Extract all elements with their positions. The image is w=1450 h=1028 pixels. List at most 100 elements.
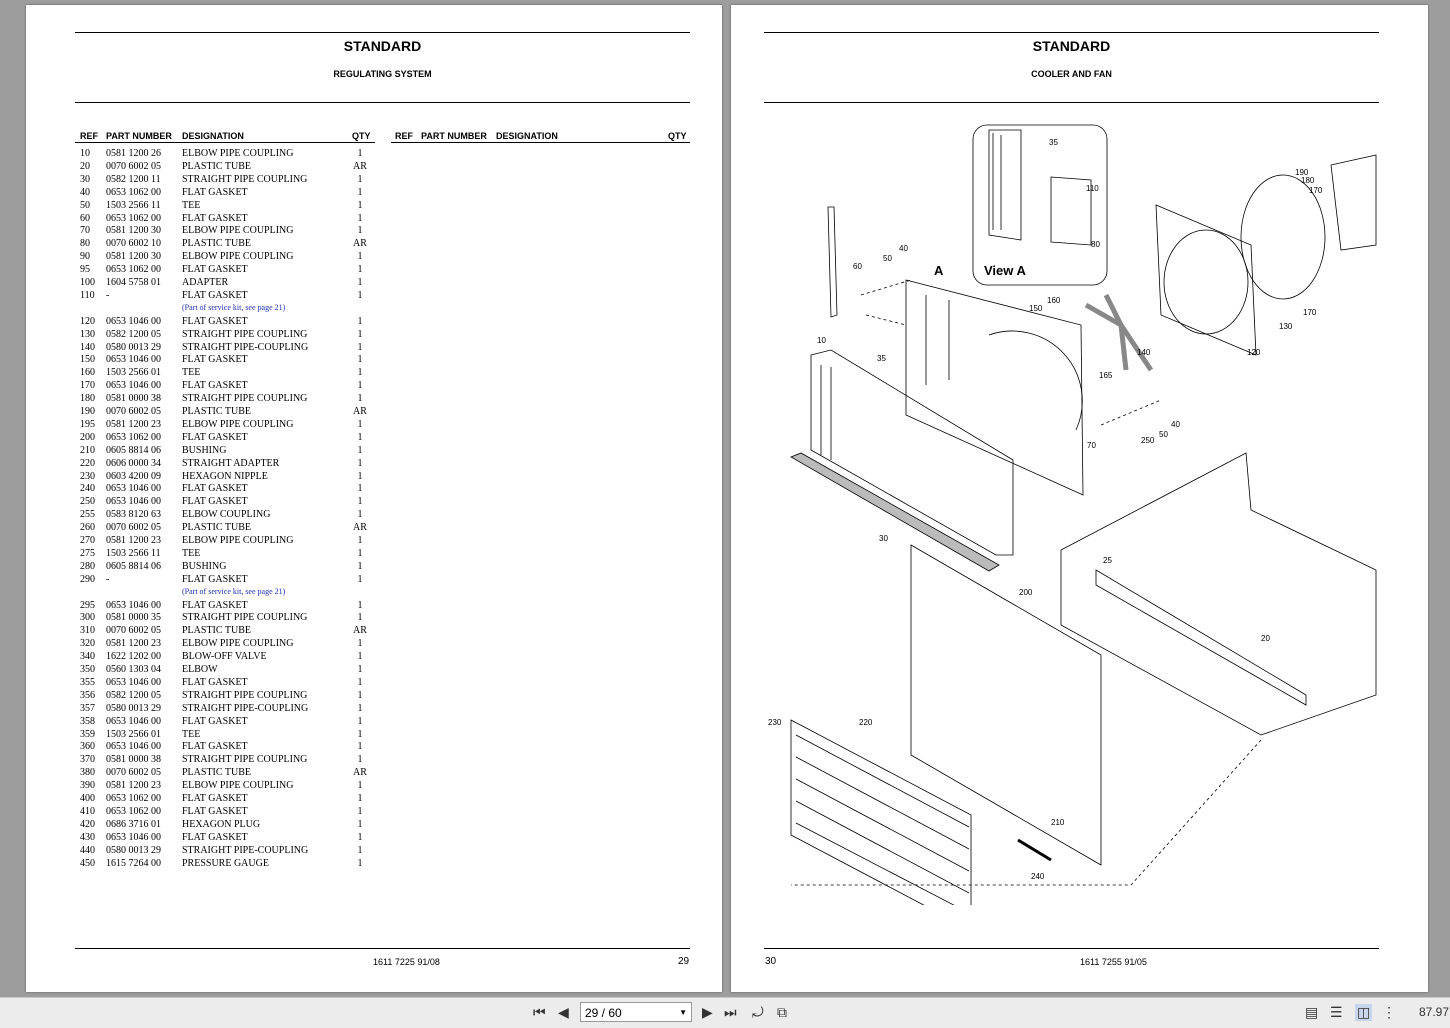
- row-ref: 359: [80, 728, 95, 740]
- callout-label: 25: [1103, 556, 1112, 565]
- row-designation: TEE: [182, 728, 201, 740]
- row-designation: FLAT GASKET: [182, 676, 248, 688]
- row-designation: TEE: [182, 367, 201, 379]
- exploded-diagram: 3511080190180170605040150160130170120103…: [768, 124, 1377, 905]
- callout-label: 120: [1247, 348, 1261, 357]
- row-qty: 1: [357, 741, 363, 753]
- row-designation: HEXAGON NIPPLE: [182, 470, 268, 482]
- row-designation: PLASTIC TUBE: [182, 406, 251, 417]
- table-head-rule: [75, 142, 375, 143]
- row-designation: HEXAGON PLUG: [182, 818, 261, 830]
- row-designation: FLAT GASKET: [182, 186, 248, 198]
- callout-label: 190: [1295, 168, 1309, 177]
- zoom-level[interactable]: 87.97: [1419, 1005, 1450, 1019]
- rotate-icon[interactable]: ⤾: [752, 1004, 764, 1020]
- part-140-fan: [1084, 293, 1154, 372]
- row-part-number: 0653 1046 00: [106, 496, 161, 508]
- callout-label: 35: [877, 354, 886, 363]
- page-select[interactable]: 29 / 60 ▼: [580, 1002, 692, 1022]
- row-designation: FLAT GASKET: [182, 380, 248, 392]
- row-part-number: 1503 2566 11: [106, 547, 161, 559]
- row-ref: 195: [80, 418, 95, 430]
- callout-label: 80: [1091, 240, 1100, 249]
- row-qty: 1: [357, 380, 363, 392]
- row-ref: 260: [80, 522, 95, 534]
- callout-label: 20: [1261, 634, 1270, 643]
- header-rule-bottom: [75, 102, 690, 103]
- row-qty: 1: [357, 715, 363, 727]
- row-ref: 440: [80, 844, 95, 856]
- radiator-fins: [820, 365, 832, 460]
- row-designation: TEE: [182, 199, 201, 211]
- first-page-icon[interactable]: ⏮: [533, 1004, 546, 1020]
- row-ref: 450: [80, 857, 95, 869]
- part-120-ring: [1155, 204, 1257, 356]
- row-ref: 320: [80, 638, 95, 650]
- col-qty: QTY: [352, 131, 371, 141]
- two-page-icon[interactable]: ◫: [1355, 1004, 1373, 1021]
- leader-lines: [791, 279, 1262, 886]
- continuous-icon[interactable]: ☰: [1330, 1004, 1343, 1020]
- row-ref: 150: [80, 354, 95, 366]
- row-ref: 80: [80, 238, 90, 250]
- last-page-icon[interactable]: ⏭: [724, 1004, 737, 1020]
- page-number: 29: [678, 956, 690, 967]
- prev-page-icon[interactable]: ◀: [558, 1004, 569, 1020]
- left-page: STANDARD REGULATING SYSTEM REF PART NUMB…: [26, 5, 722, 992]
- row-designation: STRAIGHT PIPE COUPLING: [182, 173, 308, 185]
- row-part-number: 1604 5758 01: [106, 277, 161, 288]
- callout-label: 110: [1086, 184, 1099, 193]
- row-designation: BUSHING: [182, 560, 227, 572]
- row-qty: AR: [353, 406, 367, 417]
- row-ref: 430: [80, 831, 95, 843]
- single-page-icon[interactable]: ▤: [1305, 1004, 1319, 1020]
- row-qty: 1: [357, 470, 363, 482]
- row-ref: 90: [80, 251, 90, 263]
- two-page-continuous-icon[interactable]: ⋮: [1382, 1004, 1396, 1020]
- right-page: STANDARD COOLER AND FAN: [731, 5, 1428, 992]
- callout-label: 220: [859, 718, 873, 727]
- row-part-number: 0582 1200 11: [106, 173, 161, 185]
- next-page-icon[interactable]: ▶: [702, 1004, 713, 1020]
- row-qty: 1: [357, 793, 363, 804]
- part-shroud: [905, 279, 1084, 496]
- row-ref: 350: [80, 664, 95, 675]
- row-part-number: 0581 1200 23: [106, 535, 161, 546]
- row-qty: 1: [357, 535, 363, 546]
- row-designation: FLAT GASKET: [182, 831, 248, 843]
- part-35-bracket: [925, 295, 950, 385]
- row-part-number: 0653 1062 00: [106, 186, 161, 198]
- row-designation: FLAT GASKET: [182, 496, 248, 508]
- row-ref: 380: [80, 767, 95, 779]
- row-qty: AR: [353, 767, 367, 779]
- row-qty: 1: [357, 444, 363, 456]
- callout-label: 210: [1051, 818, 1065, 827]
- col-qty-2: QTY: [668, 131, 687, 141]
- part-240: [1017, 838, 1052, 862]
- row-designation: STRAIGHT PIPE COUPLING: [182, 754, 308, 766]
- page-number: 30: [765, 956, 777, 967]
- header-rule: [764, 32, 1379, 33]
- callout-label: 170: [1309, 186, 1323, 195]
- fit-icon[interactable]: ⧉: [777, 1004, 787, 1020]
- page-subtitle: REGULATING SYSTEM: [333, 69, 432, 79]
- row-ref: 280: [80, 560, 95, 572]
- row-designation: BLOW-OFF VALVE: [182, 651, 267, 663]
- row-ref: 30: [80, 173, 90, 185]
